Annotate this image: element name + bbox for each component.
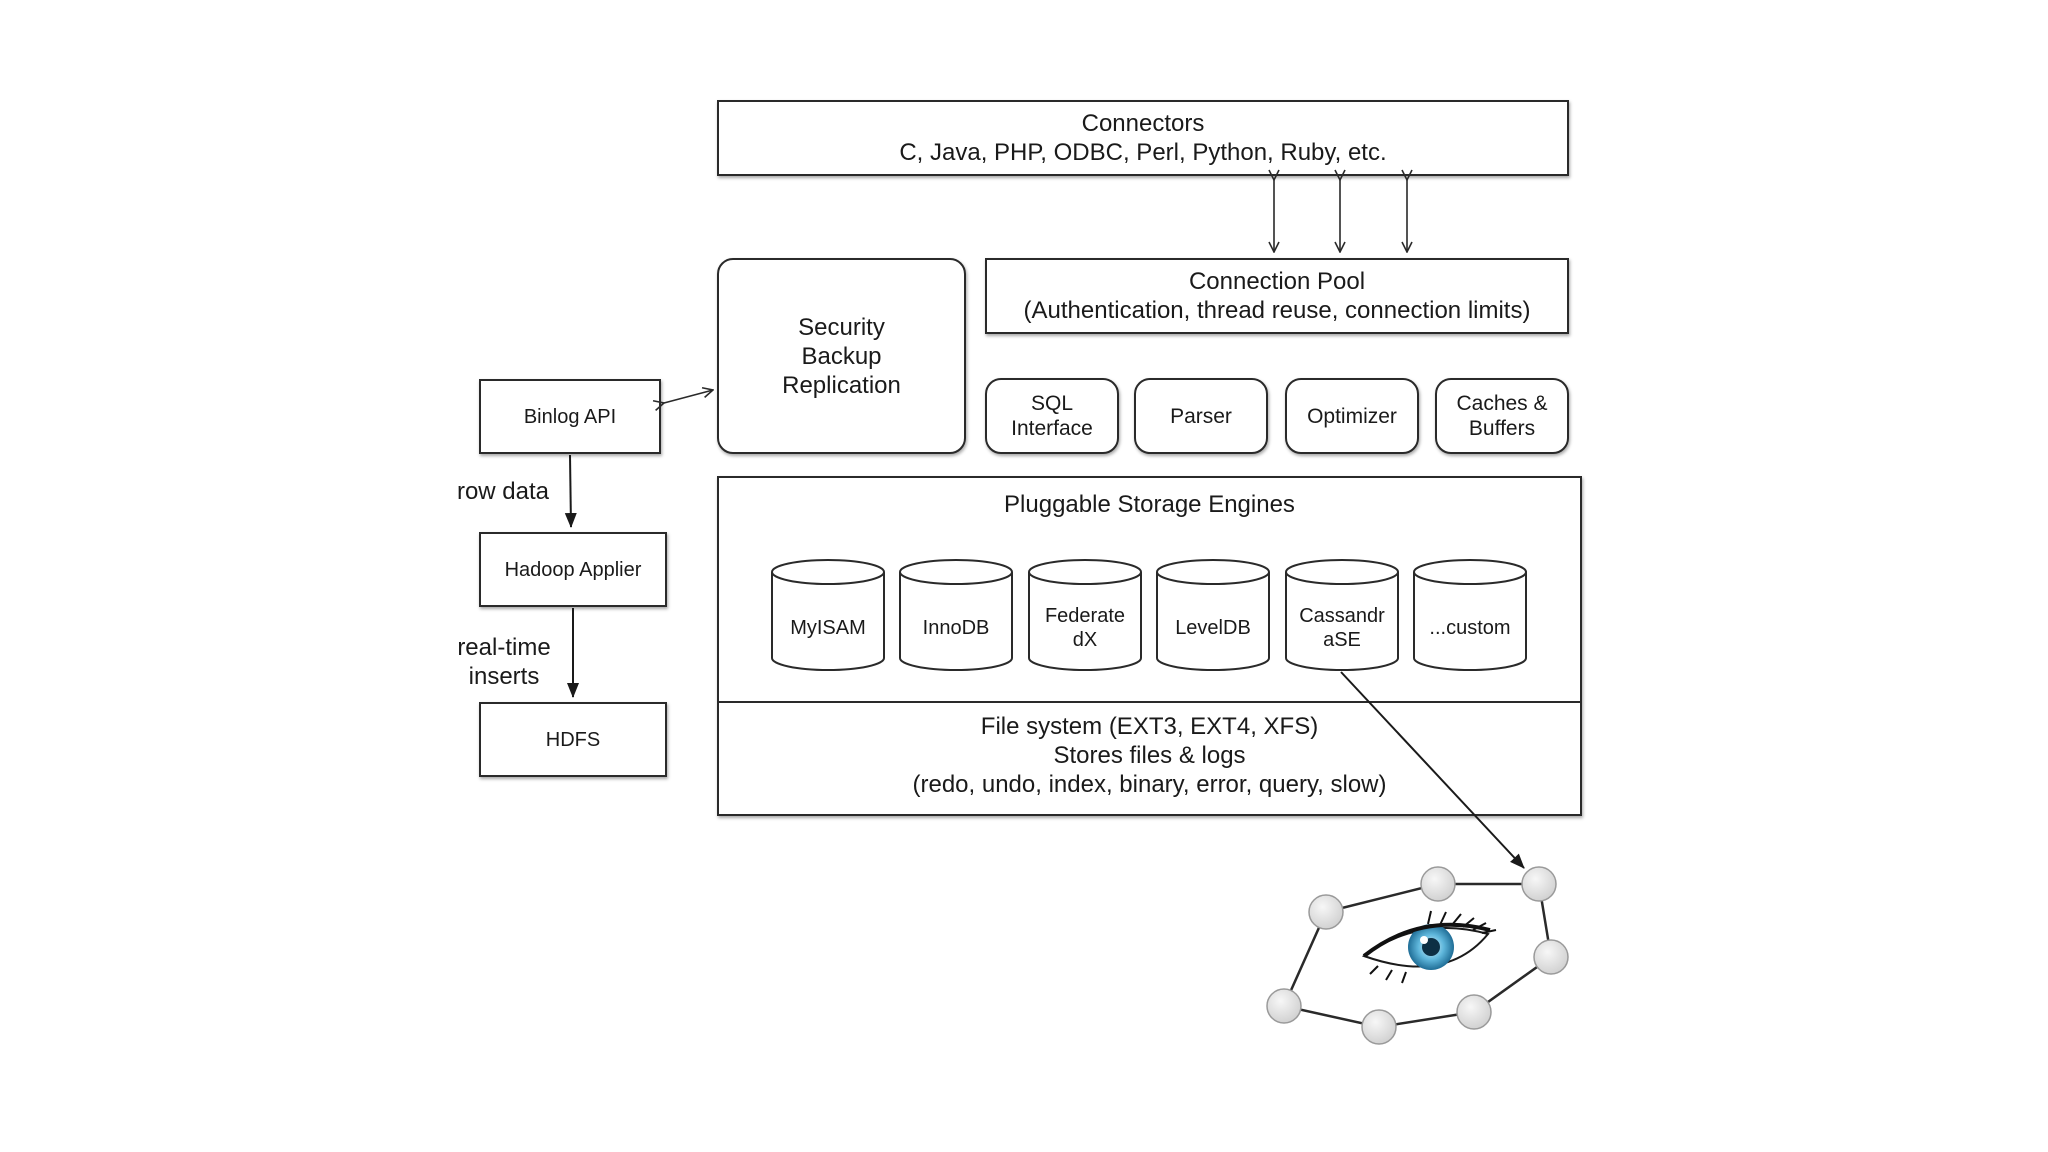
sql-interface-line1: SQL	[1030, 392, 1074, 415]
connection-pool-subtitle: (Authentication, thread reuse, connectio…	[1023, 297, 1531, 324]
eye-icon	[1361, 910, 1497, 984]
hadoop-applier-label: Hadoop Applier	[504, 558, 642, 581]
engine-leveldb: LevelDB	[1155, 558, 1271, 674]
cassandra-eye-ring-logo	[1266, 866, 1569, 1045]
logo-node	[1266, 988, 1302, 1024]
engine-cassandra-line1: Cassandr	[1299, 605, 1385, 627]
caches-buffers-box: Caches & Buffers	[1435, 378, 1569, 454]
logo-node	[1456, 994, 1492, 1030]
filesystem-line2: Stores files & logs	[1053, 742, 1246, 769]
logo-node	[1420, 866, 1456, 902]
caches-line2: Buffers	[1468, 417, 1536, 440]
connection-pool-title: Connection Pool	[1188, 268, 1366, 295]
storage-filesystem-divider	[719, 701, 1580, 703]
engine-leveldb-line1: LevelDB	[1175, 617, 1251, 639]
connectors-title: Connectors	[1081, 110, 1205, 137]
optimizer-label: Optimizer	[1307, 404, 1397, 428]
hadoop-applier-box: Hadoop Applier	[479, 532, 667, 607]
filesystem-section: File system (EXT3, EXT4, XFS) Stores fil…	[719, 712, 1580, 799]
engine-custom: ...custom	[1412, 558, 1528, 674]
storage-engines-title: Pluggable Storage Engines	[1004, 491, 1295, 518]
connectors-subtitle: C, Java, PHP, ODBC, Perl, Python, Ruby, …	[899, 139, 1387, 166]
logo-ring	[1282, 882, 1553, 1029]
row-data-text: row data	[456, 478, 550, 505]
sql-interface-line2: Interface	[1011, 417, 1093, 440]
logo-node	[1533, 939, 1569, 975]
realtime-line1: real-time	[457, 634, 551, 661]
engine-cassandra: Cassandr aSE	[1284, 558, 1400, 674]
engine-innodb: InnoDB	[898, 558, 1014, 674]
replication-label: Replication	[782, 371, 901, 399]
connectors-box: Connectors C, Java, PHP, ODBC, Perl, Pyt…	[717, 100, 1569, 176]
realtime-inserts-label: real-time inserts	[446, 633, 562, 691]
logo-node	[1361, 1009, 1397, 1045]
engine-myisam-line1: MyISAM	[790, 617, 866, 639]
parser-label: Parser	[1170, 404, 1232, 428]
sql-interface-box: SQL Interface	[985, 378, 1119, 454]
parser-box: Parser	[1134, 378, 1268, 454]
backup-label: Backup	[801, 342, 882, 370]
logo-node	[1308, 894, 1344, 930]
engine-myisam: MyISAM	[770, 558, 886, 674]
connection-pool-box: Connection Pool (Authentication, thread …	[985, 258, 1569, 334]
binlog-api-box: Binlog API	[479, 379, 661, 454]
realtime-line2: inserts	[468, 663, 540, 690]
security-label: Security	[798, 313, 885, 341]
binlog-to-applier-arrow	[564, 454, 577, 528]
binlog-security-arrow	[664, 390, 713, 403]
engine-cassandra-line2: aSE	[1323, 629, 1361, 651]
logo-node	[1521, 866, 1557, 902]
binlog-api-label: Binlog API	[523, 405, 617, 428]
engine-federated-line2: dX	[1072, 629, 1098, 651]
hdfs-box: HDFS	[479, 702, 667, 777]
hdfs-label: HDFS	[545, 728, 601, 751]
engine-custom-line1: ...custom	[1429, 617, 1511, 639]
row-data-label: row data	[448, 477, 558, 506]
engine-federated: Federate dX	[1027, 558, 1143, 674]
optimizer-box: Optimizer	[1285, 378, 1419, 454]
engine-innodb-line1: InnoDB	[922, 617, 990, 639]
filesystem-line3: (redo, undo, index, binary, error, query…	[912, 771, 1387, 798]
engine-federated-line1: Federate	[1044, 605, 1126, 627]
security-backup-replication-box: Security Backup Replication	[717, 258, 966, 454]
filesystem-line1: File system (EXT3, EXT4, XFS)	[980, 713, 1319, 740]
caches-line1: Caches &	[1456, 392, 1548, 415]
